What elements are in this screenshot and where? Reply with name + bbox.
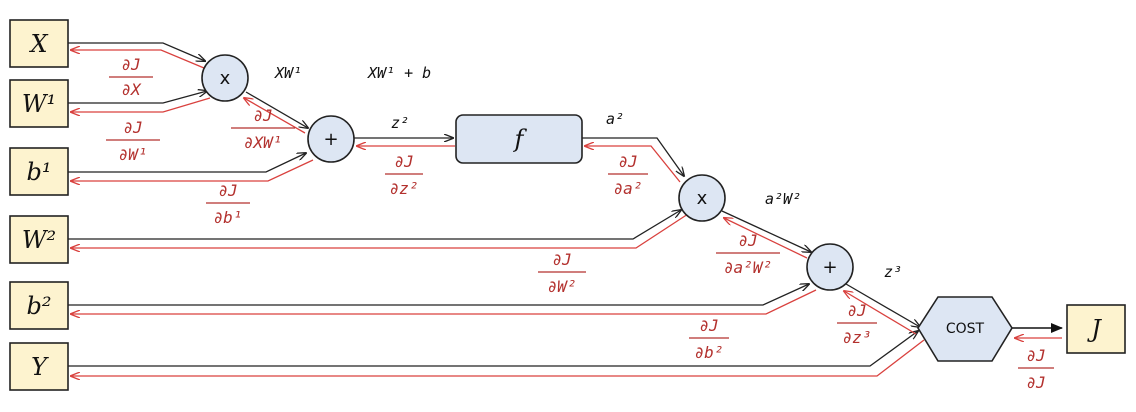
label-xw1: XW¹ <box>274 64 302 82</box>
gradient-dz2-den: ∂z² <box>390 179 419 198</box>
activation-node: f <box>455 114 583 164</box>
edge-mul1-to-add1 <box>245 91 308 128</box>
grad-edge-a2w2 <box>724 218 808 259</box>
input-b1: b¹ <box>9 147 69 196</box>
label-a2w2: a²W² <box>765 190 801 208</box>
cost-node: COST <box>917 296 1013 362</box>
gradient-db1-den: ∂b¹ <box>214 208 243 227</box>
mul-node-2: x <box>678 174 726 222</box>
edge-add2-to-cost <box>845 283 920 327</box>
grad-edge-xw1 <box>244 98 306 134</box>
edge-w1-to-mul1 <box>68 91 207 104</box>
edge-x-to-mul1 <box>68 42 205 61</box>
grad-edge-b1 <box>71 159 314 181</box>
label-xw1-plus-b: XW¹ + b <box>367 64 431 82</box>
gradient-dx: ∂J ∂X <box>109 55 153 99</box>
cost-node-label: COST <box>946 321 985 337</box>
input-w2: W² <box>9 215 69 264</box>
grad-edge-w2 <box>71 213 689 248</box>
gradient-dj-num: ∂J <box>1026 346 1045 365</box>
gradient-da2-num: ∂J <box>618 152 637 171</box>
gradient-dz3: ∂J ∂z³ <box>837 301 877 347</box>
label-z3: z³ <box>884 263 902 281</box>
gradient-da2w2-den: ∂a²W² <box>724 258 772 277</box>
gradient-dw2: ∂J ∂W² <box>538 250 586 296</box>
gradient-dz2: ∂J ∂z² <box>385 152 423 198</box>
gradient-dw1: ∂J ∂W¹ <box>106 118 160 164</box>
input-w2-label: W² <box>22 226 56 254</box>
gradient-dw2-den: ∂W² <box>548 277 577 296</box>
forward-edges <box>68 42 1063 367</box>
add-node-1: + <box>307 115 355 163</box>
gradient-dz2-num: ∂J <box>394 152 413 171</box>
input-b2-label: b² <box>27 292 52 320</box>
edge-b2-to-add2 <box>68 284 809 306</box>
input-w1-label: W¹ <box>22 90 56 118</box>
gradient-dj-den: ∂J <box>1026 373 1045 392</box>
grad-edge-x <box>71 50 205 69</box>
add-node-2: + <box>806 243 854 291</box>
edge-b1-to-add1 <box>68 153 306 173</box>
gradient-dw1-den: ∂W¹ <box>119 145 148 164</box>
backward-edges <box>71 50 1062 376</box>
gradient-da2: ∂J ∂a² <box>608 152 648 198</box>
label-z2: z² <box>391 114 409 132</box>
gradient-db2-den: ∂b² <box>695 343 724 362</box>
mul-node-1-symbol: x <box>220 68 231 89</box>
mul-node-2-symbol: x <box>697 188 708 209</box>
gradient-dw1-num: ∂J <box>123 118 142 137</box>
gradient-dxw1-num: ∂J <box>253 106 272 125</box>
input-x-label: X <box>28 30 48 58</box>
gradient-dx-num: ∂J <box>121 55 140 74</box>
gradient-dxw1: ∂J ∂XW¹ <box>231 106 295 152</box>
edge-mul2-to-add2 <box>721 210 811 252</box>
add-node-2-symbol: + <box>822 257 837 278</box>
gradient-db2-num: ∂J <box>699 316 718 335</box>
gradient-da2w2-num: ∂J <box>738 231 757 250</box>
edge-y-to-cost <box>68 331 918 367</box>
input-w1: W¹ <box>9 79 69 128</box>
edge-w2-to-mul2 <box>68 210 681 240</box>
input-y-label: Y <box>31 353 49 381</box>
output-j: J <box>1066 304 1126 354</box>
input-b1-label: b¹ <box>27 158 52 186</box>
input-b2: b² <box>9 281 69 330</box>
input-y: Y <box>9 342 69 391</box>
label-a2: a² <box>606 110 624 128</box>
gradient-dz3-den: ∂z³ <box>843 328 872 347</box>
grad-edge-y <box>71 339 925 376</box>
gradient-db1-num: ∂J <box>218 181 237 200</box>
grad-edge-b2 <box>71 289 817 314</box>
gradient-db2: ∂J ∂b² <box>689 316 729 362</box>
gradient-dz3-num: ∂J <box>847 301 866 320</box>
gradient-dj: ∂J ∂J <box>1018 346 1054 392</box>
add-node-1-symbol: + <box>323 129 338 150</box>
grad-edge-a2 <box>585 146 681 183</box>
mul-node-1: x <box>201 54 249 102</box>
edge-f-to-mul2 <box>582 137 684 176</box>
gradient-da2w2: ∂J ∂a²W² <box>716 231 780 277</box>
gradient-db1: ∂J ∂b¹ <box>206 181 250 227</box>
grad-edge-w1 <box>71 97 211 112</box>
gradient-da2-den: ∂a² <box>614 179 643 198</box>
gradient-dxw1-den: ∂XW¹ <box>244 133 283 152</box>
gradient-dw2-num: ∂J <box>552 250 571 269</box>
grad-edge-z3 <box>844 291 917 335</box>
input-x: X <box>9 19 69 68</box>
gradient-dx-den: ∂X <box>121 80 142 99</box>
